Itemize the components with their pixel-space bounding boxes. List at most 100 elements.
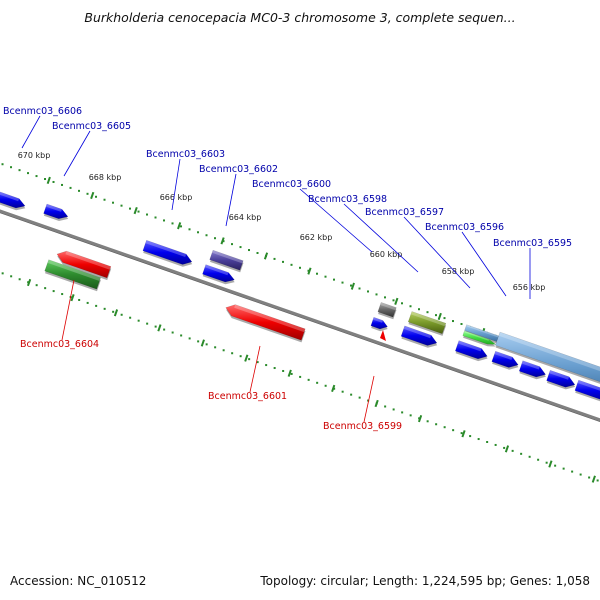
major-tick (307, 267, 312, 275)
minor-tick (214, 346, 217, 349)
forward-gene-label[interactable]: Bcenmc03_6602 (199, 164, 278, 175)
gene-forward-6597b[interactable] (462, 330, 497, 347)
gene-forward-6602[interactable] (209, 249, 244, 273)
forward-gene-label[interactable]: Bcenmc03_6605 (52, 121, 131, 132)
gene-highlight (145, 240, 187, 257)
major-tick (27, 278, 32, 287)
minor-tick (426, 420, 429, 423)
minor-tick (78, 298, 81, 301)
gene-forward-6595d[interactable] (574, 379, 600, 403)
gene-forward-6606[interactable] (0, 191, 26, 211)
forward-gene-label[interactable]: Bcenmc03_6598 (308, 194, 387, 205)
minor-tick (367, 290, 370, 293)
major-tick (374, 399, 379, 408)
gene-forward-6596[interactable] (495, 331, 600, 400)
minor-tick (188, 337, 191, 340)
minor-tick (52, 180, 55, 183)
forward-gene-label[interactable]: Bcenmc03_6603 (146, 149, 225, 160)
minor-tick (95, 195, 98, 198)
gene-body (43, 203, 69, 219)
gene-forward-6605[interactable] (43, 203, 69, 221)
reverse-gene-label[interactable]: Bcenmc03_6601 (208, 391, 287, 402)
minor-tick (443, 317, 446, 320)
gene-forward-6603[interactable] (142, 239, 193, 267)
major-tick (548, 460, 553, 468)
forward-gene-label[interactable]: Bcenmc03_6595 (493, 238, 572, 249)
scale-label: 666 kbp (160, 193, 193, 202)
reverse-leader-line (363, 375, 375, 423)
forward-gene-label[interactable]: Bcenmc03_6596 (425, 222, 504, 233)
gene-body (462, 330, 497, 345)
gene-forward-6598b[interactable] (400, 325, 438, 348)
gene-body (370, 316, 388, 330)
gene-labels: Bcenmc03_6606Bcenmc03_6605Bcenmc03_6603B… (3, 106, 572, 432)
gene-reverse-6599[interactable] (380, 330, 386, 341)
forward-leader-line (461, 231, 507, 297)
gene-forward-6598[interactable] (407, 311, 447, 336)
minor-tick (452, 429, 455, 432)
gene-body (454, 340, 488, 360)
minor-tick (392, 408, 395, 411)
forward-gene-label[interactable]: Bcenmc03_6600 (252, 179, 331, 190)
forward-leader-line (225, 173, 237, 227)
gene-highlight (549, 370, 570, 380)
minor-tick (146, 322, 149, 325)
minor-tick (282, 260, 285, 263)
forward-leader-line (403, 216, 471, 289)
gene-highlight (204, 264, 229, 276)
gene-reverse-6604b[interactable] (44, 259, 101, 292)
forward-gene-label[interactable]: Bcenmc03_6597 (365, 207, 444, 218)
minor-tick (231, 352, 234, 355)
minor-tick (197, 231, 200, 234)
scale-label: 662 kbp (300, 233, 333, 242)
minor-tick (324, 275, 327, 278)
major-tick (244, 354, 249, 362)
reverse-gene-label[interactable]: Bcenmc03_6599 (323, 421, 402, 432)
gene-highlight (234, 304, 306, 333)
minor-tick (120, 313, 123, 316)
reverse-gene-label[interactable]: Bcenmc03_6604 (20, 339, 99, 350)
gene-body (574, 379, 600, 400)
forward-leader-line (63, 130, 91, 177)
minor-tick (426, 311, 429, 314)
minor-tick (307, 378, 310, 381)
gene-reverse-6601[interactable] (225, 304, 306, 343)
minor-tick (341, 390, 344, 393)
gene-forward-6595b[interactable] (518, 360, 547, 380)
gene-forward-6602b[interactable] (202, 264, 235, 285)
major-tick (350, 282, 355, 290)
minor-tick (324, 384, 327, 387)
minor-tick (290, 372, 293, 375)
gene-body (44, 259, 101, 290)
minor-tick (35, 175, 38, 178)
minor-tick (61, 183, 64, 186)
minor-tick (256, 361, 259, 364)
major-tick (113, 309, 119, 317)
gene-highlight (521, 360, 540, 370)
minor-tick (358, 396, 361, 399)
gene-forward-6595c[interactable] (546, 369, 576, 390)
minor-tick (469, 435, 472, 438)
backbone-line (0, 209, 600, 422)
minor-tick (188, 228, 191, 231)
gene-body (225, 304, 306, 341)
topology-summary: Topology: circular; Length: 1,224,595 bp… (260, 574, 590, 588)
forward-leader-line (343, 203, 419, 273)
accession-text: Accession: NC_010512 (10, 574, 147, 588)
minor-tick (180, 225, 183, 228)
minor-tick (86, 301, 89, 304)
gene-forward-6600b[interactable] (370, 316, 388, 332)
gene-highlight (65, 251, 111, 270)
minor-tick (299, 375, 302, 378)
gene-body (209, 249, 244, 271)
forward-gene-label[interactable]: Bcenmc03_6606 (3, 106, 82, 117)
minor-tick (154, 216, 157, 219)
minor-tick (503, 446, 506, 449)
gene-forward-6597c[interactable] (454, 340, 488, 362)
gene-forward-6600[interactable] (377, 302, 397, 320)
gene-reverse-6604[interactable] (56, 250, 112, 281)
gene-body (546, 369, 576, 388)
gene-forward-6595[interactable] (491, 350, 519, 370)
major-tick (417, 415, 423, 423)
